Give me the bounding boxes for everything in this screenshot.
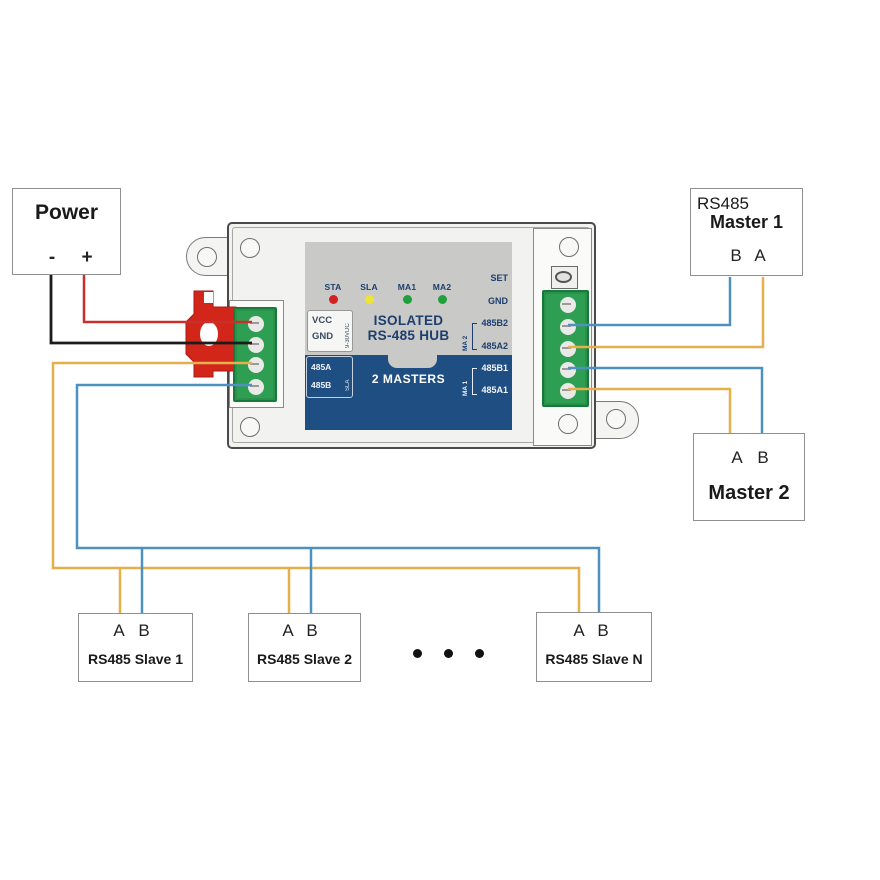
terminal-screw-485b [248, 379, 264, 395]
led-ma1-unit: MA1 [392, 282, 422, 304]
power-input-label-box: VCC GND 9-30VDC [307, 310, 353, 352]
sla-led-icon [364, 295, 374, 304]
led-label-ma1: MA1 [397, 282, 417, 292]
label-485a2: 485A2 [481, 341, 508, 351]
screw-hole-bottom-left [240, 417, 260, 437]
slaveN-terminal-a: A [573, 621, 585, 640]
ma1-led-icon [402, 295, 412, 304]
master2-box: A B Master 2 [693, 433, 805, 521]
label-485b2: 485B2 [481, 318, 508, 328]
led-sta-unit: STA [318, 282, 348, 304]
screw-hole-top-left [240, 238, 260, 258]
hub-panel-tab [388, 355, 437, 368]
slaveN-name: RS485 Slave N [545, 651, 643, 667]
master1-bus-label: RS485 [697, 194, 749, 213]
led-label-sta: STA [324, 282, 342, 292]
line-485b-label: 485B [311, 380, 332, 390]
slave1-terminal-a: A [113, 621, 125, 640]
mounting-hole-left [197, 247, 217, 267]
wire-master1-b [568, 277, 732, 327]
hub-label-panel: STA SLA MA1 MA2 ISOLATED RS-485 HUB 2 MA… [305, 242, 512, 430]
slave2-terminal-b: B [306, 621, 318, 640]
slave1-terminal-b: B [138, 621, 150, 640]
wire-485b-slave-bus [75, 383, 601, 612]
set-button [551, 266, 578, 289]
power-negative-terminal: - [48, 247, 56, 268]
line-485a-label: 485A [311, 362, 332, 372]
power-positive-terminal: + [81, 247, 93, 268]
terminal-screw-gnd-right [560, 297, 576, 313]
hub-title-line2: RS-485 HUB [367, 328, 450, 343]
label-485b1: 485B1 [481, 363, 508, 373]
din-clip-hole [200, 322, 218, 346]
slave1-box: A B RS485 Slave 1 [78, 613, 193, 682]
hub-mode-label: 2 MASTERS [371, 372, 446, 386]
set-button-cap [555, 270, 572, 283]
terminal-screw-485a1 [560, 383, 576, 399]
hub-title-line1: ISOLATED [373, 313, 444, 328]
gnd-label: GND [312, 331, 334, 342]
vcc-label: VCC [312, 315, 333, 326]
din-clip-notch [204, 292, 213, 303]
wire-power-negative [49, 275, 252, 345]
terminal-screw-gnd [248, 337, 264, 353]
slave-line-label-box: 485A 485B SLA [306, 356, 353, 398]
led-sla-unit: SLA [354, 282, 384, 304]
right-gnd-label: GND [488, 296, 508, 306]
label-485a1: 485A1 [481, 385, 508, 395]
screw-hole-bottom-right [558, 414, 578, 434]
terminal-screw-485a2 [560, 341, 576, 357]
master2-terminal-a: A [731, 448, 743, 467]
terminal-screw-485b1 [560, 362, 576, 378]
wire-master2-b [568, 366, 764, 434]
hub-title: ISOLATED RS-485 HUB [305, 313, 512, 343]
slaveN-terminal-b: B [597, 621, 609, 640]
wire-power-positive [82, 275, 252, 324]
set-label: SET [490, 273, 508, 283]
terminal-screw-485a [248, 357, 264, 373]
ma2-bracket [472, 323, 477, 350]
master1-box: RS485 Master 1 B A [690, 188, 803, 276]
mounting-hole-right [606, 409, 626, 429]
master1-terminal-a: A [754, 246, 766, 265]
master1-terminal-b: B [730, 246, 742, 265]
terminal-screw-vcc [248, 316, 264, 332]
slave1-name: RS485 Slave 1 [88, 651, 183, 667]
right-terminal-block [542, 290, 589, 407]
terminal-screw-485b2 [560, 319, 576, 335]
ma2-led-icon [437, 295, 447, 304]
wire-485a-slave-bus [51, 361, 581, 612]
slave2-box: A B RS485 Slave 2 [248, 613, 361, 682]
master2-terminal-b: B [757, 448, 769, 467]
ellipsis-dot-3 [475, 649, 484, 658]
led-label-sla: SLA [360, 282, 378, 292]
power-title: Power [34, 201, 99, 224]
led-ma2-unit: MA2 [427, 282, 457, 304]
wire-master2-a [568, 387, 732, 434]
sta-led-icon [328, 295, 338, 304]
ellipsis-dot-2 [444, 649, 453, 658]
screw-hole-top-right [559, 237, 579, 257]
ma1-bracket [472, 368, 477, 395]
slaveN-box: A B RS485 Slave N [536, 612, 652, 682]
slave2-terminal-a: A [282, 621, 294, 640]
wire-master1-a [568, 277, 765, 349]
mounting-ear-left [186, 237, 231, 276]
ellipsis-dot-1 [413, 649, 422, 658]
slave2-name: RS485 Slave 2 [257, 651, 352, 667]
power-box: Power - + [12, 188, 121, 275]
led-label-ma2: MA2 [432, 282, 452, 292]
master2-name: Master 2 [708, 482, 790, 504]
master1-name: Master 1 [709, 212, 784, 232]
